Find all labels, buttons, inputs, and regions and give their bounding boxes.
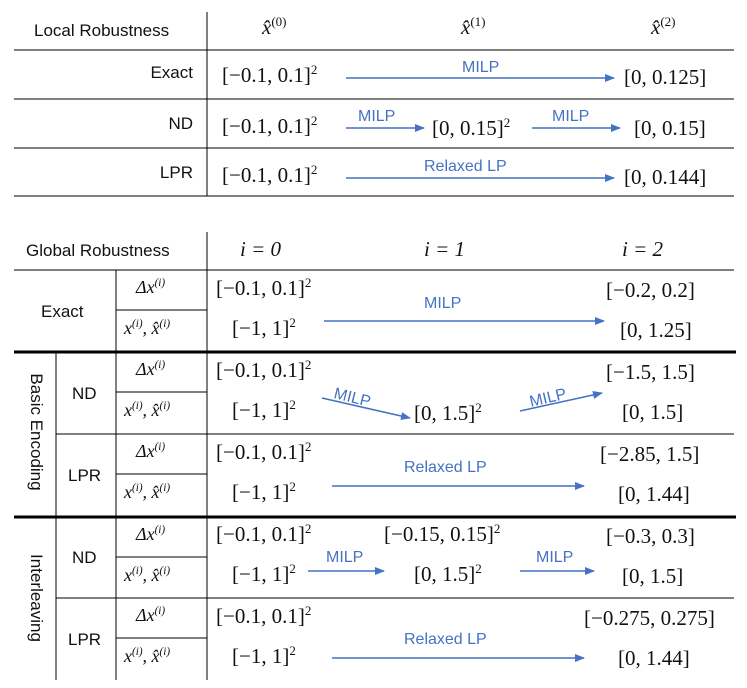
basic-nd-d0: [−0.1, 0.1]2 [216,357,312,382]
inter-row-label-nd: ND [72,548,97,567]
local-row-label-nd: ND [168,114,193,133]
sub-label-delta: Δx(i) [136,441,166,461]
inter-nd-arrow2-label: MILP [536,549,574,566]
global-exact-x0: [−1, 1]2 [232,315,296,340]
inter-lpr-d2: [−0.275, 0.275] [584,606,715,630]
sub-label-x: x(i), x̂(i) [124,400,171,420]
inter-row-label-lpr: LPR [68,630,102,649]
basic-nd-x2: [0, 1.5] [622,400,684,424]
basic-lpr-x0: [−1, 1]2 [232,479,296,504]
inter-nd-d2: [−0.3, 0.3] [606,524,695,548]
basic-lpr-x2: [0, 1.44] [618,482,690,506]
global-col-1: i = 1 [424,237,466,261]
basic-nd-d2: [−1.5, 1.5] [606,360,695,384]
flow-arrows [308,74,621,662]
local-row-label-exact: Exact [150,63,193,82]
inter-nd-x2: [0, 1.5] [622,564,684,588]
basic-lpr-d2: [−2.85, 1.5] [600,442,700,466]
basic-row-label-lpr: LPR [68,466,102,485]
local-table-lines [14,12,734,197]
inter-nd-d0: [−0.1, 0.1]2 [216,521,312,546]
global-exact-arrow-label: MILP [424,295,462,312]
arrow-basic-nd-2 [519,391,603,412]
sub-label-delta: Δx(i) [136,524,166,544]
inter-nd-d1: [−0.15, 0.15]2 [384,521,501,546]
inter-nd-arrow1-label: MILP [326,549,364,566]
sub-label-delta: Δx(i) [136,359,166,379]
local-row-label-lpr: LPR [159,163,193,182]
sub-label-x: x(i), x̂(i) [124,646,171,666]
local-col-2: x̂(2) [651,14,676,39]
local-nd-v1: [0, 0.15]2 [432,115,511,140]
global-title: Global Robustness [26,241,170,260]
basic-nd-x1: [0, 1.5]2 [414,400,482,425]
local-exact-arrow-label: MILP [462,59,500,76]
group-label-interleaving: Interleaving [27,554,46,642]
global-exact-d2: [−0.2, 0.2] [606,278,695,302]
inter-lpr-arrow-label: Relaxed LP [404,631,487,648]
group-label-basic-encoding: Basic Encoding [27,373,46,491]
local-nd-arrow1-label: MILP [358,108,396,125]
global-row-label-exact: Exact [41,302,84,321]
local-lpr-arrow-label: Relaxed LP [424,158,507,175]
local-exact-v0: [−0.1, 0.1]2 [222,62,318,87]
local-lpr-v2: [0, 0.144] [624,165,707,189]
sub-label-delta: Δx(i) [136,605,166,625]
global-col-2: i = 2 [622,237,664,261]
global-exact-x2: [0, 1.25] [620,318,692,342]
local-nd-arrow2-label: MILP [552,108,590,125]
local-col-1: x̂(1) [461,14,486,39]
sub-label-delta: Δx(i) [136,277,166,297]
local-title: Local Robustness [34,21,170,40]
inter-nd-x1: [0, 1.5]2 [414,561,482,586]
global-col-0: i = 0 [240,237,282,261]
sub-label-x: x(i), x̂(i) [124,565,171,585]
inter-lpr-d0: [−0.1, 0.1]2 [216,603,312,628]
inter-lpr-x2: [0, 1.44] [618,646,690,670]
local-nd-v0: [−0.1, 0.1]2 [222,113,318,138]
basic-lpr-d0: [−0.1, 0.1]2 [216,439,312,464]
local-nd-v2: [0, 0.15] [634,116,706,140]
arrow-basic-nd-1 [321,397,411,420]
inter-nd-x0: [−1, 1]2 [232,561,296,586]
basic-nd-x0: [−1, 1]2 [232,397,296,422]
basic-row-label-nd: ND [72,384,97,403]
global-exact-d0: [−0.1, 0.1]2 [216,275,312,300]
local-exact-v2: [0, 0.125] [624,65,707,89]
sub-label-x: x(i), x̂(i) [124,482,171,502]
inter-lpr-x0: [−1, 1]2 [232,643,296,668]
basic-lpr-arrow-label: Relaxed LP [404,459,487,476]
section-thick-lines [14,350,736,519]
global-table-lines [14,232,734,680]
sub-label-x: x(i), x̂(i) [124,318,171,338]
local-lpr-v0: [−0.1, 0.1]2 [222,162,318,187]
local-col-0: x̂(0) [262,14,287,39]
